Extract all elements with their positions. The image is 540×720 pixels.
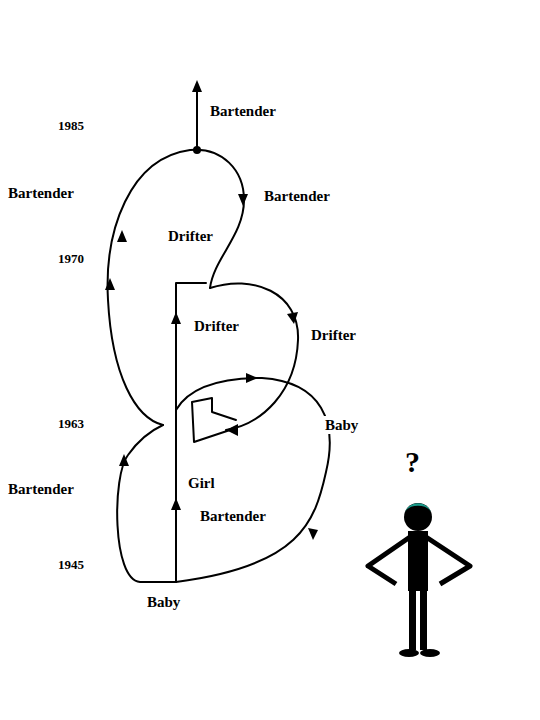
role-label: Girl xyxy=(186,474,217,492)
timeline-stroke xyxy=(108,150,244,425)
year-label: 1985 xyxy=(56,118,86,134)
question-mark: ? xyxy=(403,444,422,480)
arrowhead xyxy=(226,424,238,436)
year-label: 1945 xyxy=(56,557,86,573)
timeline-stroke xyxy=(176,378,330,582)
arrowhead xyxy=(105,278,115,290)
arrowhead xyxy=(192,80,202,92)
arrowhead xyxy=(171,312,181,324)
year-label: 1963 xyxy=(56,416,86,432)
role-label: Baby xyxy=(145,593,182,611)
timeline-stroke xyxy=(210,283,298,430)
timeline-stroke xyxy=(117,425,176,582)
arrowhead xyxy=(117,230,127,242)
arrowhead xyxy=(308,528,318,540)
role-label: Drifter xyxy=(166,227,215,245)
timeline-stroke xyxy=(196,90,198,150)
arrowhead xyxy=(238,194,248,206)
role-label: Bartender xyxy=(208,102,278,120)
year-label: 1970 xyxy=(56,251,86,267)
arrowhead xyxy=(119,454,129,466)
role-label: Bartender xyxy=(198,507,268,525)
role-label: Drifter xyxy=(192,317,241,335)
stick-figure xyxy=(368,503,470,657)
role-label: Drifter xyxy=(309,326,358,344)
arrowhead xyxy=(171,498,181,510)
role-label: Bartender xyxy=(262,187,332,205)
timeline-dot xyxy=(193,146,201,154)
arrowhead xyxy=(246,373,258,383)
timeline-stroke xyxy=(192,398,236,442)
role-label: Bartender xyxy=(6,184,76,202)
role-label: Baby xyxy=(323,416,360,434)
arrowhead xyxy=(287,312,298,324)
role-label: Bartender xyxy=(6,480,76,498)
